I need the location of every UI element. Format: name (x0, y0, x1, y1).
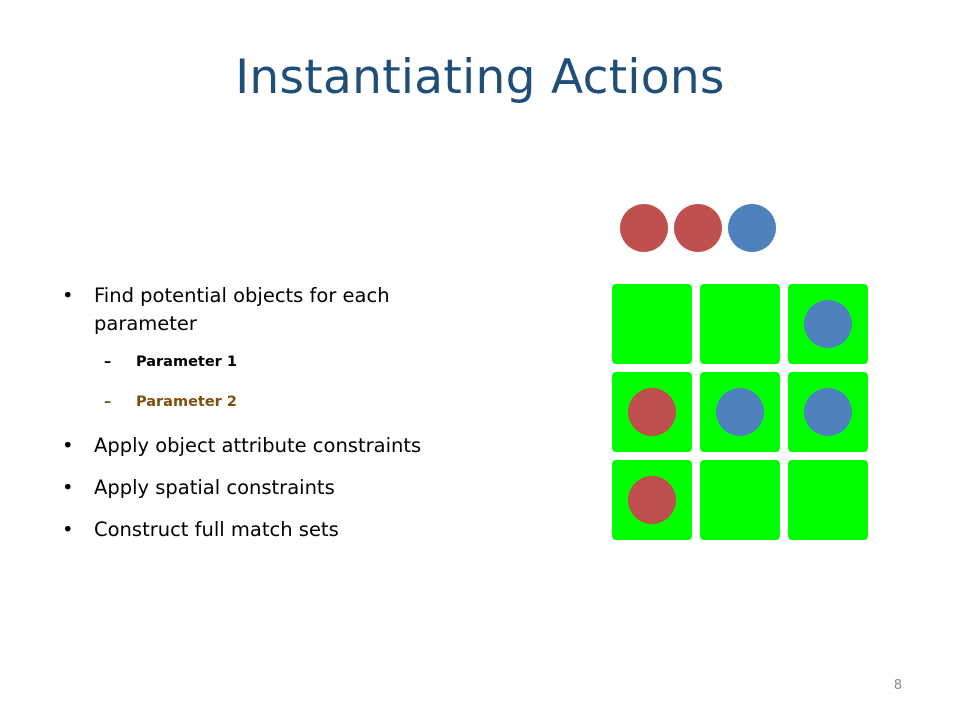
bullet-item: • Apply object attribute constraints (60, 432, 480, 460)
sub-bullet-text: Parameter 1 (136, 354, 237, 370)
bullet-dot-icon: • (62, 284, 74, 307)
sub-bullet-item: – Parameter 1 (60, 352, 480, 372)
bullet-text: Construct full match sets (94, 518, 339, 541)
grid-cell (700, 460, 780, 540)
bullet-text: Apply object attribute constraints (94, 434, 422, 457)
bullet-item: • Apply spatial constraints (60, 474, 480, 502)
blue-object-circle (728, 204, 776, 252)
blue-object-circle (716, 388, 764, 436)
grid-cell (700, 284, 780, 364)
sub-bullet-dash-icon: – (104, 354, 112, 370)
bullet-dot-icon: • (62, 518, 74, 541)
bullet-dot-icon: • (62, 476, 74, 499)
bullet-text: Find potential objects for each paramete… (94, 284, 390, 335)
bullet-text: Apply spatial constraints (94, 476, 335, 499)
slide-title: Instantiating Actions (235, 50, 725, 105)
bullet-dot-icon: • (62, 434, 74, 457)
red-object-circle (620, 204, 668, 252)
blue-object-circle (804, 300, 852, 348)
page-number: 8 (893, 678, 902, 693)
object-grid-figure (612, 204, 868, 540)
bullet-item: • Construct full match sets (60, 516, 480, 544)
sub-bullet-text: Parameter 2 (136, 394, 237, 410)
bullet-list: • Find potential objects for each parame… (60, 282, 480, 544)
grid-cell (788, 460, 868, 540)
sub-bullet-item: – Parameter 2 (60, 392, 480, 412)
red-object-circle (628, 388, 676, 436)
red-object-circle (674, 204, 722, 252)
red-object-circle (628, 476, 676, 524)
sub-bullet-dash-icon: – (104, 394, 112, 410)
grid-cell (612, 284, 692, 364)
bullet-item: • Find potential objects for each parame… (60, 282, 480, 338)
blue-object-circle (804, 388, 852, 436)
